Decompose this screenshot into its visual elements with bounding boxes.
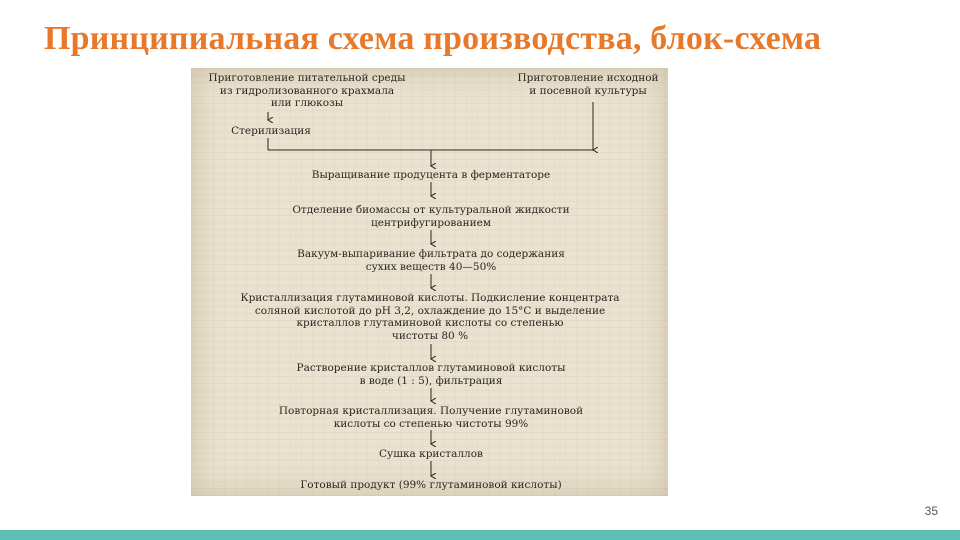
page-number: 35 (924, 504, 938, 518)
step-final-product: Готовый продукт (99% глутаминовой кислот… (300, 479, 562, 491)
flowchart-scan: Приготовление питательной среды из гидро… (191, 68, 668, 496)
step-biomass-separation: Отделение биомассы от культуральной жидк… (292, 204, 570, 229)
input-nutrient-medium: Приготовление питательной среды из гидро… (208, 72, 406, 109)
input-seed-culture: Приготовление исходной и посевной культу… (517, 72, 659, 97)
step-vacuum-evaporation: Вакуум-выпаривание фильтрата до содержан… (297, 248, 565, 273)
step-drying: Сушка кристаллов (379, 448, 483, 460)
flowchart-connectors (191, 102, 668, 496)
step-recrystallization: Повторная кристаллизация. Получение глут… (278, 405, 584, 430)
slide-title: Принципиальная схема производства, блок-… (44, 20, 822, 57)
step-crystallization: Кристаллизация глутаминовой кислоты. Под… (240, 292, 620, 342)
step-dissolution: Растворение кристаллов глутаминовой кисл… (296, 362, 566, 387)
footer-accent-bar (0, 530, 960, 540)
step-fermentation: Выращивание продуцента в ферментаторе (311, 169, 551, 181)
step-sterilization: Стерилизация (231, 125, 311, 137)
